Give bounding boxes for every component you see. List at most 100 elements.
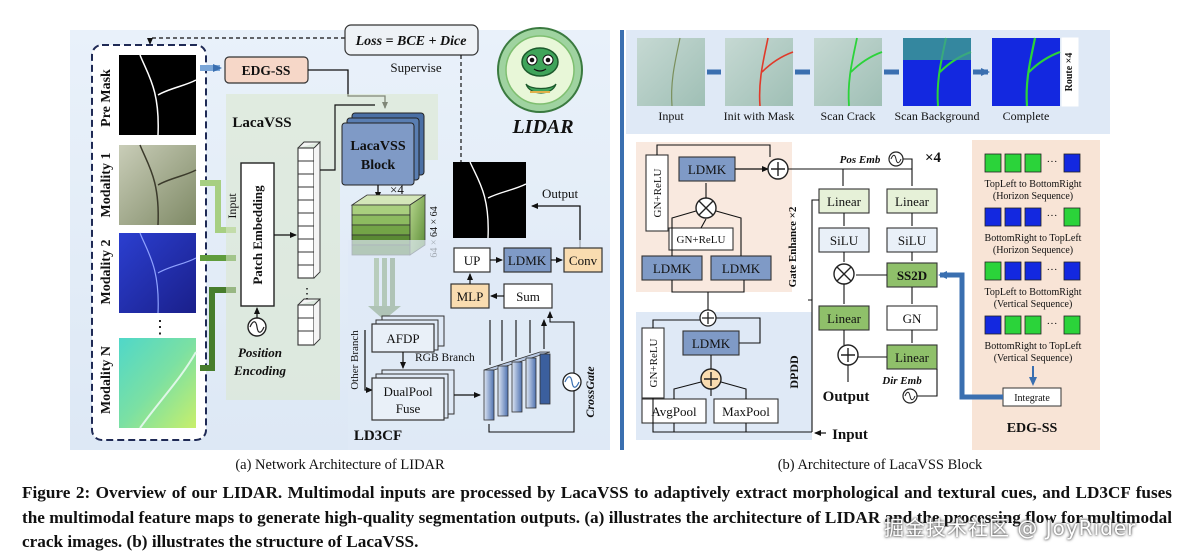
- mlp-label: MLP: [457, 289, 484, 304]
- sequence-row-3: [984, 315, 1081, 335]
- gn-label: GN: [903, 311, 922, 326]
- panel-b-divider: [620, 30, 624, 450]
- ldmk-box-e: [682, 330, 740, 356]
- linear-label-c: Linear: [827, 311, 862, 326]
- sequence-label-3b: (Vertical Sequence): [994, 353, 1073, 364]
- scan-stage-label-2: Scan Crack: [821, 109, 876, 123]
- edg-ss-panel-label: EDG-SS: [1007, 421, 1058, 436]
- figure-caption: Figure 2: Overview of our LIDAR. Multimo…: [22, 483, 1172, 551]
- loss-box: [344, 24, 479, 56]
- scan-stage-label-0: Input: [658, 109, 684, 123]
- dir-emb-label: Dir Emb: [881, 375, 922, 387]
- modality-2-image: [119, 232, 197, 314]
- output-mask-image: [453, 161, 527, 239]
- lacavss-block-line-2: Block: [361, 158, 395, 173]
- ldmk-label-c: LDMK: [653, 261, 692, 276]
- rgb-branch-label: RGB Branch: [415, 352, 475, 364]
- silu-box-a: [818, 227, 870, 253]
- ldmk-box-d: [710, 255, 772, 281]
- integrate-label: Integrate: [1014, 393, 1050, 404]
- position-encoding-line-2: Encoding: [233, 363, 287, 378]
- pos-emb-lines: [788, 158, 913, 186]
- linear-box-c: [818, 305, 870, 331]
- add-glyph-dpdd: [704, 372, 718, 386]
- dpdd-flow-lines: [652, 317, 761, 399]
- modality-ellipsis: ⋮: [151, 317, 169, 337]
- ldmk-box-c: [641, 255, 703, 281]
- input-label-b: Input: [832, 427, 868, 443]
- pos-emb-wave: [890, 154, 902, 164]
- route-label: Route ×4: [1064, 53, 1075, 92]
- patch-input-label: Input: [225, 193, 239, 219]
- ldmk-label-b: LDMK: [688, 162, 727, 177]
- patch-embedding-label: Patch Embedding: [250, 185, 265, 285]
- token-column: [297, 140, 321, 346]
- lacavss-repeat-label: ×4: [925, 150, 942, 166]
- modn-arrow: [200, 287, 236, 371]
- route-tag: [1061, 37, 1079, 107]
- ld3cf-label: LD3CF: [354, 428, 402, 444]
- token-ellipsis: ⋮: [300, 287, 314, 302]
- linear-label-a: Linear: [827, 194, 862, 209]
- silu-box-b: [886, 227, 938, 253]
- sequence-dots-1: ···: [1047, 210, 1058, 222]
- scan-stage-label-3: Scan Background: [895, 109, 980, 123]
- modality-n-image: [119, 338, 197, 429]
- conv-label: Conv: [569, 253, 598, 268]
- sequence-label-3a: BottomRight to TopLeft: [985, 341, 1082, 352]
- output-label-b: Output: [823, 389, 870, 405]
- add-glyph-output: [841, 348, 855, 362]
- dir-emb-line: [917, 369, 938, 397]
- dualpool-line-1: DualPool: [383, 384, 433, 399]
- sequence-label-2b: (Vertical Sequence): [994, 299, 1073, 310]
- add-glyph-dpdd-top: [702, 312, 714, 324]
- sequence-dots-0: ···: [1047, 156, 1058, 168]
- gate-top-line: [656, 144, 771, 157]
- sequence-label-2a: TopLeft to BottomRight: [984, 287, 1081, 298]
- dpdd-input-lines: [652, 299, 813, 433]
- gn-relu-label-a: GN+ReLU: [652, 168, 664, 217]
- multiply-glyph-b: [836, 266, 852, 282]
- ss2d-flow-lines: [843, 213, 913, 304]
- linear-label-d: Linear: [895, 350, 930, 365]
- pre-mask-image: [119, 54, 197, 136]
- watermark: 掘金技术社区 @ JoyRider: [884, 516, 1137, 540]
- feedback-arrow: [147, 37, 345, 45]
- dpdd-label: DPDD: [787, 355, 801, 389]
- dualpool-stack: [371, 369, 455, 421]
- input-to-linear-line: [811, 199, 819, 300]
- scan-complete-image: [992, 37, 1061, 107]
- silu-label-b: SiLU: [898, 233, 927, 248]
- afdp-label: AFDP: [386, 331, 419, 346]
- up-label: UP: [464, 253, 481, 268]
- sum-label: Sum: [516, 289, 540, 304]
- other-branch-label: Other Branch: [349, 330, 361, 390]
- sequence-dots-2: ···: [1047, 264, 1058, 276]
- gn-relu-label-c: GN+ReLU: [648, 338, 660, 387]
- modality-label-3: Modality N: [99, 346, 114, 414]
- sequence-row-0: [984, 153, 1081, 173]
- sequence-dots-3: ···: [1047, 318, 1058, 330]
- linear-box-a: [818, 188, 870, 214]
- output-flow-lines: [843, 330, 913, 382]
- lacavss-label: LacaVSS: [232, 115, 291, 131]
- lacavss-block-stack: [341, 112, 425, 186]
- cube-sum-arrows: [489, 320, 544, 365]
- lidar-title: LIDAR: [511, 116, 573, 138]
- maxpool-label: MaxPool: [722, 404, 770, 419]
- gate-enhance-lines: [671, 183, 742, 256]
- conv-to-output-arrow: [531, 203, 581, 248]
- linear-label-b: Linear: [895, 194, 930, 209]
- ldmk-label-e: LDMK: [692, 336, 731, 351]
- edg-ss2d-arrow: [938, 271, 1003, 400]
- linear-box-d: [886, 344, 938, 370]
- multiply-glyph-a: [698, 200, 714, 216]
- ldmk-box-b: [678, 156, 736, 182]
- sequence-row-2: [984, 261, 1081, 281]
- scan-stage-label-1: Init with Mask: [724, 109, 795, 123]
- pos-emb-label: Pos Emb: [840, 154, 881, 166]
- token-to-block-line: [320, 104, 375, 171]
- patch-embedding-box: [240, 162, 275, 307]
- supervise-label: Supervise: [390, 60, 442, 75]
